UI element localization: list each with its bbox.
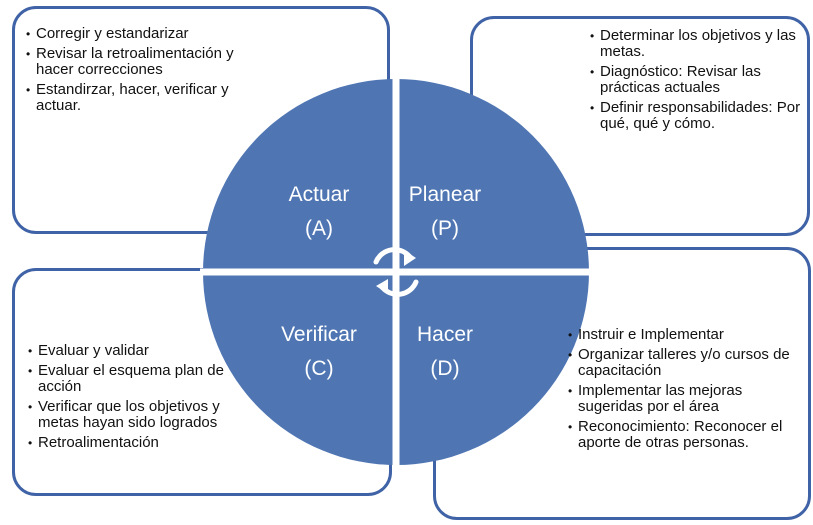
list-item: Corregir y estandarizar (26, 26, 266, 43)
list-item: Instruir e Implementar (568, 327, 800, 344)
quadrant-letter: (A) (305, 217, 333, 240)
planear-list: Determinar los objetivos y las metas. Di… (590, 28, 804, 136)
list-item: Revisar la retroalimentación y hacer cor… (26, 46, 266, 78)
quadrant-name: Actuar (288, 183, 350, 206)
list-item: Verificar que los objetivos y metas haya… (28, 399, 264, 431)
refresh-cycle-icon (373, 247, 435, 297)
list-item: Evaluar el esquema plan de acción (28, 363, 264, 395)
list-item: Organizar talleres y/o cursos de capacit… (568, 347, 800, 379)
actuar-list: Corregir y estandarizar Revisar la retro… (26, 26, 266, 118)
list-item: Evaluar y validar (28, 343, 264, 360)
list-item: Determinar los objetivos y las metas. (590, 28, 804, 60)
list-item: Definir responsabilidades: Por qué, qué … (590, 100, 804, 132)
quadrant-letter: (D) (430, 357, 460, 380)
hacer-list: Instruir e Implementar Organizar tallere… (568, 327, 800, 455)
list-item: Reconocimiento: Reconocer el aporte de o… (568, 419, 800, 451)
quadrant-name: Planear (408, 183, 482, 206)
quadrant-label-actuar: Actuar (A) (244, 178, 394, 246)
list-item: Estandirzar, hacer, verificar y actuar. (26, 82, 266, 114)
list-item: Diagnóstico: Revisar las prácticas actua… (590, 64, 804, 96)
quadrant-label-planear: Planear (P) (370, 178, 520, 246)
quadrant-label-verificar: Verificar (C) (244, 318, 394, 386)
quadrant-letter: (C) (304, 357, 334, 380)
list-item: Retroalimentación (28, 435, 264, 452)
quadrant-name: Hacer (416, 323, 474, 346)
quadrant-letter: (P) (431, 217, 459, 240)
quadrant-name: Verificar (281, 323, 357, 346)
verificar-list: Evaluar y validar Evaluar el esquema pla… (28, 343, 264, 455)
list-item: Implementar las mejoras sugeridas por el… (568, 383, 800, 415)
quadrant-label-hacer: Hacer (D) (370, 318, 520, 386)
